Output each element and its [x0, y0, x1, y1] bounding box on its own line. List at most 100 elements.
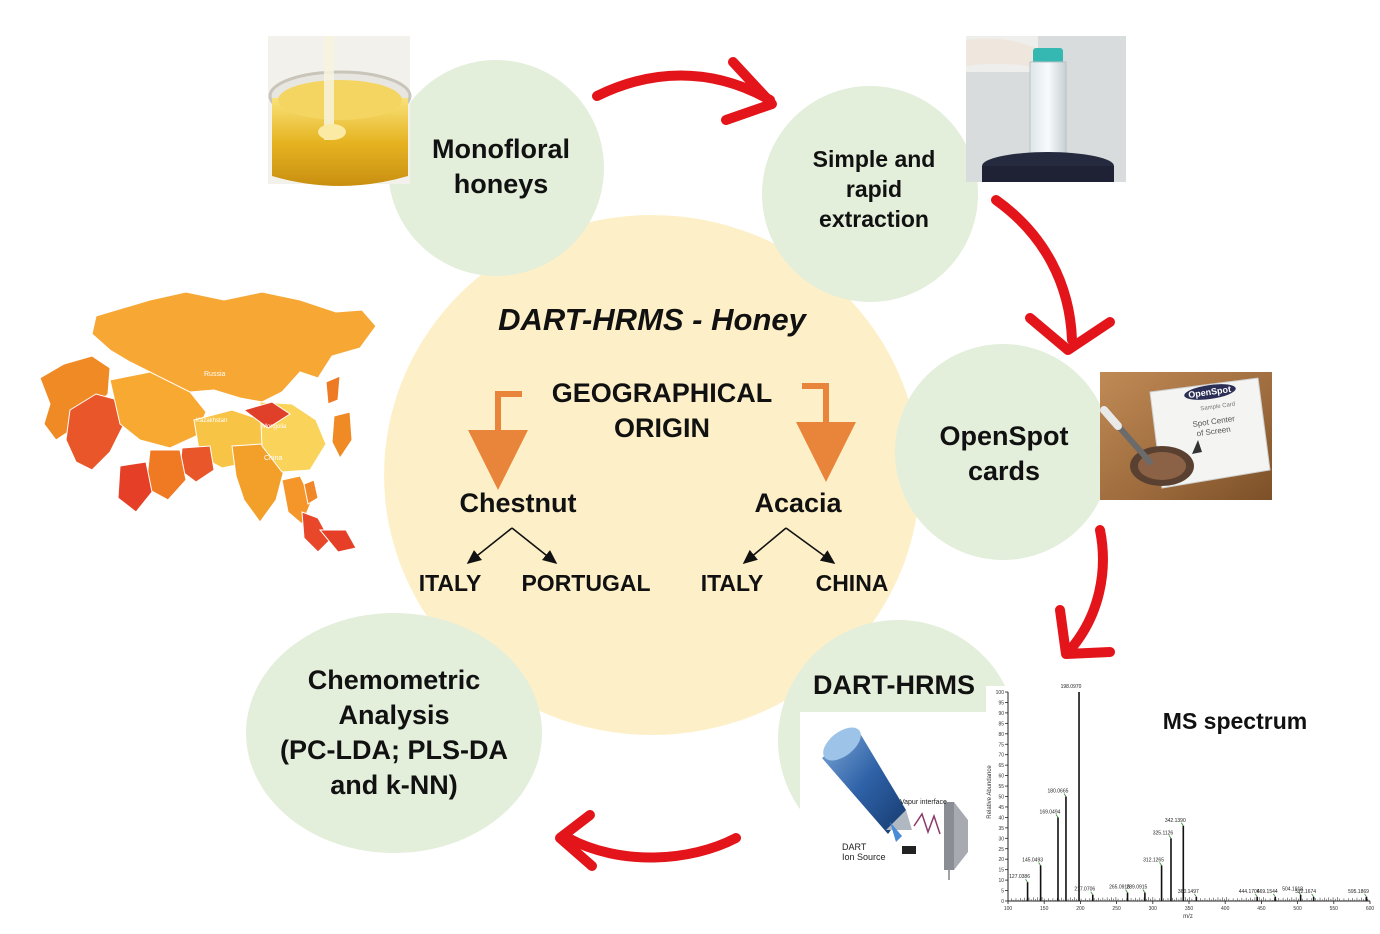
spectrum-x-tick-label: 200	[1076, 906, 1085, 912]
spectrum-peak-label-leader	[1142, 889, 1146, 893]
spectrum-y-tick-label: 50	[998, 795, 1004, 801]
spectrum-peak-label: 325.1126	[1153, 830, 1174, 836]
spectrum-peak-label-leader	[1298, 891, 1301, 895]
honey-type-chestnut: Chestnut	[459, 488, 577, 518]
spectrum-peak-label: 145.0493	[1022, 857, 1043, 863]
step-label-extraction-line-1: Simple and	[812, 146, 936, 172]
openspot-card-subtitle: Sample Card	[1200, 402, 1236, 413]
spectrum-y-tick-label: 100	[996, 690, 1005, 696]
dart-ion-source-illustration: DART Ion Source Vapur interface	[800, 712, 988, 880]
spectrum-peak-label-leader	[1194, 893, 1197, 898]
spectrum-peak-label: 169.0494	[1040, 809, 1061, 815]
spectrum-peak-label: 595.1869	[1348, 889, 1369, 895]
spectrum-y-tick-label: 45	[998, 805, 1004, 811]
geographical-origin-line-2: ORIGIN	[613, 413, 710, 443]
arrow-extraction-to-openspot	[991, 195, 1077, 345]
step-label-extraction: Simple and rapid extraction	[774, 144, 974, 234]
step-label-openspot: OpenSpot cards	[904, 419, 1104, 489]
spectrum-peak-label: 360.1497	[1178, 889, 1199, 895]
spectrum-y-tick-label: 35	[998, 826, 1004, 832]
dart-source-label-2: Ion Source	[842, 852, 886, 862]
spectrum-x-tick-label: 250	[1112, 906, 1121, 912]
step-label-monofloral-line-1: Monofloral	[432, 134, 570, 164]
spectrum-x-tick-label: 350	[1185, 906, 1194, 912]
orange-arrow-left	[468, 391, 528, 490]
spectrum-peak-label: 469.1544	[1257, 889, 1278, 895]
extraction-tube-photo	[966, 36, 1126, 182]
honey-jar-photo	[268, 36, 412, 186]
orange-arrow-right	[796, 383, 856, 482]
spectrum-y-label: Relative Abundance	[987, 765, 993, 819]
asia-map: Russia Kazakhstan Mongolia China India	[39, 291, 377, 553]
origin-acacia-italy: ITALY	[700, 570, 764, 596]
step-label-chemometric-line-4: and k-NN)	[330, 770, 458, 800]
spectrum-peak-label: 504.1918	[1282, 887, 1303, 893]
spectrum-peak-label: 522.1674	[1295, 889, 1316, 895]
spectrum-y-tick-label: 75	[998, 742, 1004, 748]
down-arrow-icon	[1192, 440, 1202, 454]
spectrum-y-tick-label: 90	[998, 711, 1004, 717]
spectrum-y-tick-label: 70	[998, 753, 1004, 759]
spectrum-x-tick-label: 500	[1293, 906, 1302, 912]
spectrum-peak-label-leader	[1254, 893, 1258, 898]
spectrum-y-tick-label: 95	[998, 700, 1004, 706]
spectrum-peak-label-leader	[1090, 891, 1094, 895]
origin-chestnut-portugal: PORTUGAL	[521, 570, 651, 596]
spectrum-y-tick-label: 80	[998, 732, 1004, 738]
spectrum-y-tick-label: 65	[998, 763, 1004, 769]
spectrum-y-tick-label: 10	[998, 878, 1004, 884]
step-label-chemometric-line-3: (PC-LDA; PLS-DA	[280, 735, 508, 765]
spectrum-y-tick-label: 30	[998, 836, 1004, 842]
spectrum-y-tick-label: 5	[1001, 889, 1004, 895]
step-circle-chemometric	[246, 613, 542, 853]
arrow-dart-to-chemometric-head	[555, 810, 597, 871]
spectrum-x-tick-label: 400	[1221, 906, 1230, 912]
arrow-honey-to-extraction-head	[721, 57, 777, 125]
map-label-mongolia: Mongolia	[262, 424, 287, 430]
step-label-chemometric: Chemometric Analysis (PC-LDA; PLS-DA and…	[254, 663, 534, 803]
arrow-honey-to-extraction	[592, 70, 775, 105]
spectrum-peak-label: 265.0916	[1109, 885, 1130, 891]
step-label-openspot-line-2: cards	[967, 456, 1041, 486]
geographical-origin-line-1: GEOGRAPHICAL	[551, 378, 773, 408]
split-arrows	[466, 527, 836, 565]
origin-chestnut-italy: ITALY	[418, 570, 482, 596]
spectrum-peak-label: 198.0970	[1061, 684, 1082, 690]
spectrum-peak-label-leader	[1159, 862, 1162, 866]
step-label-dart: DART-HRMS	[813, 670, 975, 700]
spectrum-y-tick-label: 25	[998, 847, 1004, 853]
spectrum-peak-label-leader	[1364, 893, 1367, 898]
step-label-monofloral-line-2: honeys	[453, 169, 549, 199]
map-label-china: China	[264, 455, 282, 462]
spectrum-peak-label-leader	[1038, 862, 1041, 866]
workflow-arrows	[555, 57, 1115, 871]
spectrum-y-tick-label: 20	[998, 857, 1004, 863]
spectrum-y-tick-label: 55	[998, 784, 1004, 790]
map-label-russia: Russia	[204, 371, 226, 378]
center-circle	[384, 215, 920, 735]
spectrum-x-label: m/z	[1183, 914, 1193, 920]
spectrum-x-tick-label: 100	[1004, 906, 1013, 912]
spectrum-peak-label-leader	[1125, 889, 1128, 893]
step-label-chemometric-line-2: Analysis	[338, 700, 450, 730]
spectrum-peak-label: 217.0706	[1074, 887, 1095, 893]
openspot-card-photo: OpenSpot Sample Card Spot Center of Scre…	[1100, 372, 1272, 500]
spectrum-peak-label-leader	[1311, 893, 1314, 898]
center-title: DART-HRMS - Honey	[498, 302, 806, 337]
spectrum-peak-label: 342.1390	[1165, 818, 1186, 824]
spectrum-x-tick-label: 450	[1257, 906, 1266, 912]
spectrum-y-tick-label: 15	[998, 868, 1004, 874]
arrow-openspot-to-dart	[1065, 525, 1108, 655]
spectrum-peak-label: 289.0915	[1126, 885, 1147, 891]
step-label-chemometric-line-1: Chemometric	[307, 665, 481, 695]
step-circle-monofloral	[388, 60, 604, 276]
map-label-india: India	[226, 484, 240, 490]
arrow-extraction-to-openspot-head	[1025, 313, 1115, 355]
spectrum-peak-label-leader	[1272, 893, 1276, 898]
step-label-extraction-line-3: extraction	[819, 206, 929, 232]
spectrum-peak-label: 127.0386	[1009, 874, 1030, 880]
step-label-extraction-line-2: rapid	[845, 176, 903, 202]
spectrum-peaks: 127.0386145.0493169.0494180.0665198.0970…	[1009, 684, 1369, 901]
